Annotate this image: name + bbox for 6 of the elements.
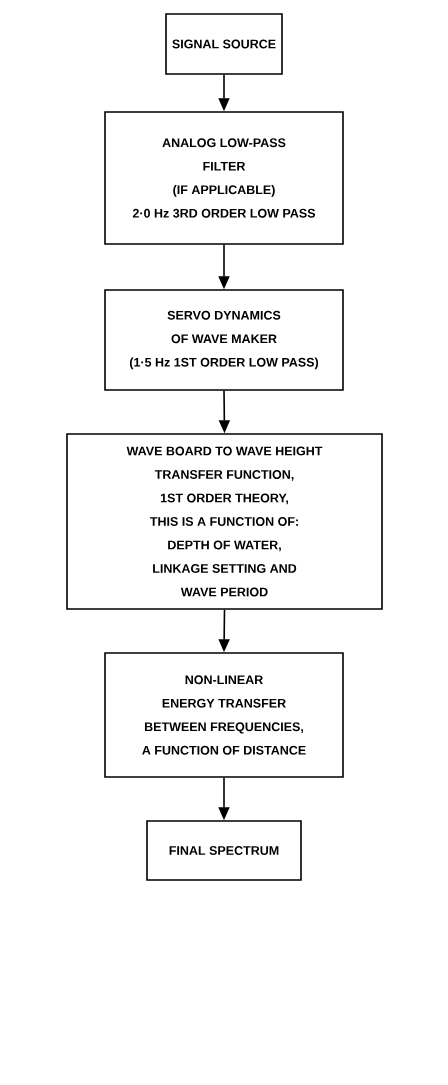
process-box: NON-LINEAR ENERGY TRANSFER BETWEEN FREQUENCIES, A FUNCTION OF DISTANCE <box>104 652 344 778</box>
process-box: SERVO DYNAMICS OF WAVE MAKER (1·5 Hz 1ST ORDER LOW PASS) <box>104 289 344 391</box>
process-box: ANALOG LOW-PASS FILTER (IF APPLICABLE) 2·0 Hz 3RD ORDER LOW PASS <box>104 111 344 245</box>
process-box: SIGNAL SOURCE <box>165 13 283 75</box>
process-box: WAVE BOARD TO WAVE HEIGHT TRANSFER FUNCTION, 1ST ORDER THEORY, THIS IS A FUNCTION OF: DEPTH OF WATER, LINKAGE SETTING AND WAVE PERIOD <box>66 433 383 610</box>
process-box: FINAL SPECTRUM <box>146 820 302 881</box>
